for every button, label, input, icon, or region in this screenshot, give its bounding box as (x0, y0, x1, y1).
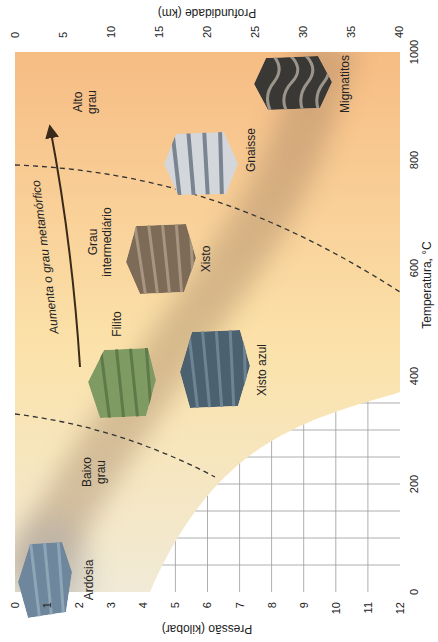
geotherm-band (30, 52, 330, 582)
tick-label: 15 (153, 26, 166, 38)
tick-label: 0 (9, 602, 22, 608)
rock-label: Migmatitos (339, 55, 353, 113)
tick-label: 0 (408, 589, 421, 595)
tick-label: 5 (57, 32, 70, 38)
rock-slate (18, 538, 72, 622)
grey-haze (15, 517, 90, 592)
tick-label: 35 (345, 26, 358, 38)
tick-label: 9 (297, 602, 310, 608)
rock-label: Filito (111, 311, 125, 336)
tick-label: 3 (105, 602, 118, 608)
rock-blueschist (180, 326, 250, 412)
grid (140, 382, 400, 592)
tick-label: 7 (233, 602, 246, 608)
tick-label: 600 (408, 259, 421, 277)
tick-label: 11 (362, 602, 375, 613)
tick-label: 6 (201, 602, 214, 608)
axis-title: Temperatura, °C (421, 241, 435, 329)
rock-label: Gnaisse (245, 128, 259, 172)
grade-label: Alto grau (72, 81, 100, 123)
tick-label: 10 (105, 26, 118, 38)
axis-title: Pressão (kilobar) (162, 621, 253, 635)
high-pressure-region (150, 392, 400, 592)
rock-phyllite (88, 344, 156, 422)
tick-label: 2 (73, 602, 86, 608)
axis-title: Profundidade (km) (158, 5, 257, 19)
rock-label: Xisto (200, 246, 214, 273)
tick-label: 5 (169, 602, 182, 608)
tick-label: 200 (408, 475, 421, 493)
rock-schist (126, 220, 196, 298)
tick-label: 800 (408, 151, 421, 169)
grade-boundary (15, 414, 215, 477)
tick-label: 1000 (408, 40, 421, 64)
grade-label: Baixo grau (81, 451, 109, 493)
rock-migmatite (254, 52, 332, 114)
rock-label: Xisto azul (256, 344, 270, 396)
tick-label: 20 (201, 26, 214, 38)
rock-gneiss (164, 128, 238, 200)
rock-label: Ardósia (83, 560, 97, 601)
tick-label: 0 (9, 32, 22, 38)
tick-label: 8 (265, 602, 278, 608)
tick-label: 40 (393, 26, 406, 38)
tick-label: 12 (394, 602, 407, 614)
tick-label: 10 (329, 602, 342, 614)
tick-label: 25 (249, 26, 262, 38)
tick-label: 1 (41, 602, 54, 608)
tick-label: 30 (297, 26, 310, 38)
tick-label: 4 (137, 602, 150, 608)
tick-label: 400 (408, 367, 421, 385)
grade-label: Grau intermediário (87, 200, 115, 284)
